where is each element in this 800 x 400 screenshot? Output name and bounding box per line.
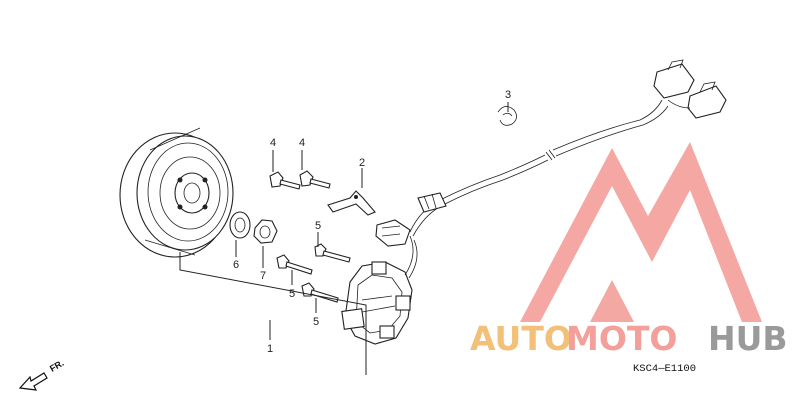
bolt-5-top	[314, 243, 351, 263]
wire-harness	[404, 99, 669, 279]
washer	[229, 211, 251, 239]
front-arrow-icon	[18, 372, 48, 391]
callout-2: 2	[359, 157, 365, 169]
bolt-4-left	[269, 171, 301, 190]
bolt-5-bottom	[301, 282, 339, 303]
bolt-4-right	[299, 170, 331, 189]
callout-5-top: 5	[315, 220, 321, 232]
callout-7: 7	[260, 270, 266, 282]
stator-assembly	[341, 261, 413, 345]
watermark-moto: MOTO	[566, 319, 677, 358]
diagram-code: KSC4—E1100	[633, 363, 696, 375]
main-wire-connector-2	[667, 81, 727, 119]
callout-5-middle: 5	[289, 288, 295, 300]
wire-clamp	[327, 190, 376, 216]
watermark-auto: AUTO	[470, 319, 572, 358]
flange-nut	[253, 219, 278, 244]
wire-clip	[497, 106, 517, 126]
callout-3: 3	[505, 89, 511, 101]
main-wire-connector-1	[653, 59, 695, 99]
front-direction-indicator: FR.	[18, 358, 66, 391]
watermark-hub: HUB	[708, 319, 788, 358]
front-label: FR.	[48, 358, 66, 374]
watermark-text: AUTO MOTO HUB	[470, 319, 788, 358]
callout-1: 1	[267, 343, 273, 355]
bolt-5-middle	[276, 254, 313, 275]
callout-4-right: 4	[299, 137, 305, 149]
callout-5-bottom: 5	[313, 316, 319, 328]
pulse-generator-connector	[375, 219, 411, 247]
callout-labels: 1 2 3 4 4 5 5 5 6 7	[233, 89, 511, 355]
callout-6: 6	[233, 259, 239, 271]
callout-4-left: 4	[270, 137, 276, 149]
leader-lines	[179, 102, 509, 375]
watermark-logo-icon	[520, 142, 762, 322]
flywheel-rotor	[119, 127, 234, 258]
